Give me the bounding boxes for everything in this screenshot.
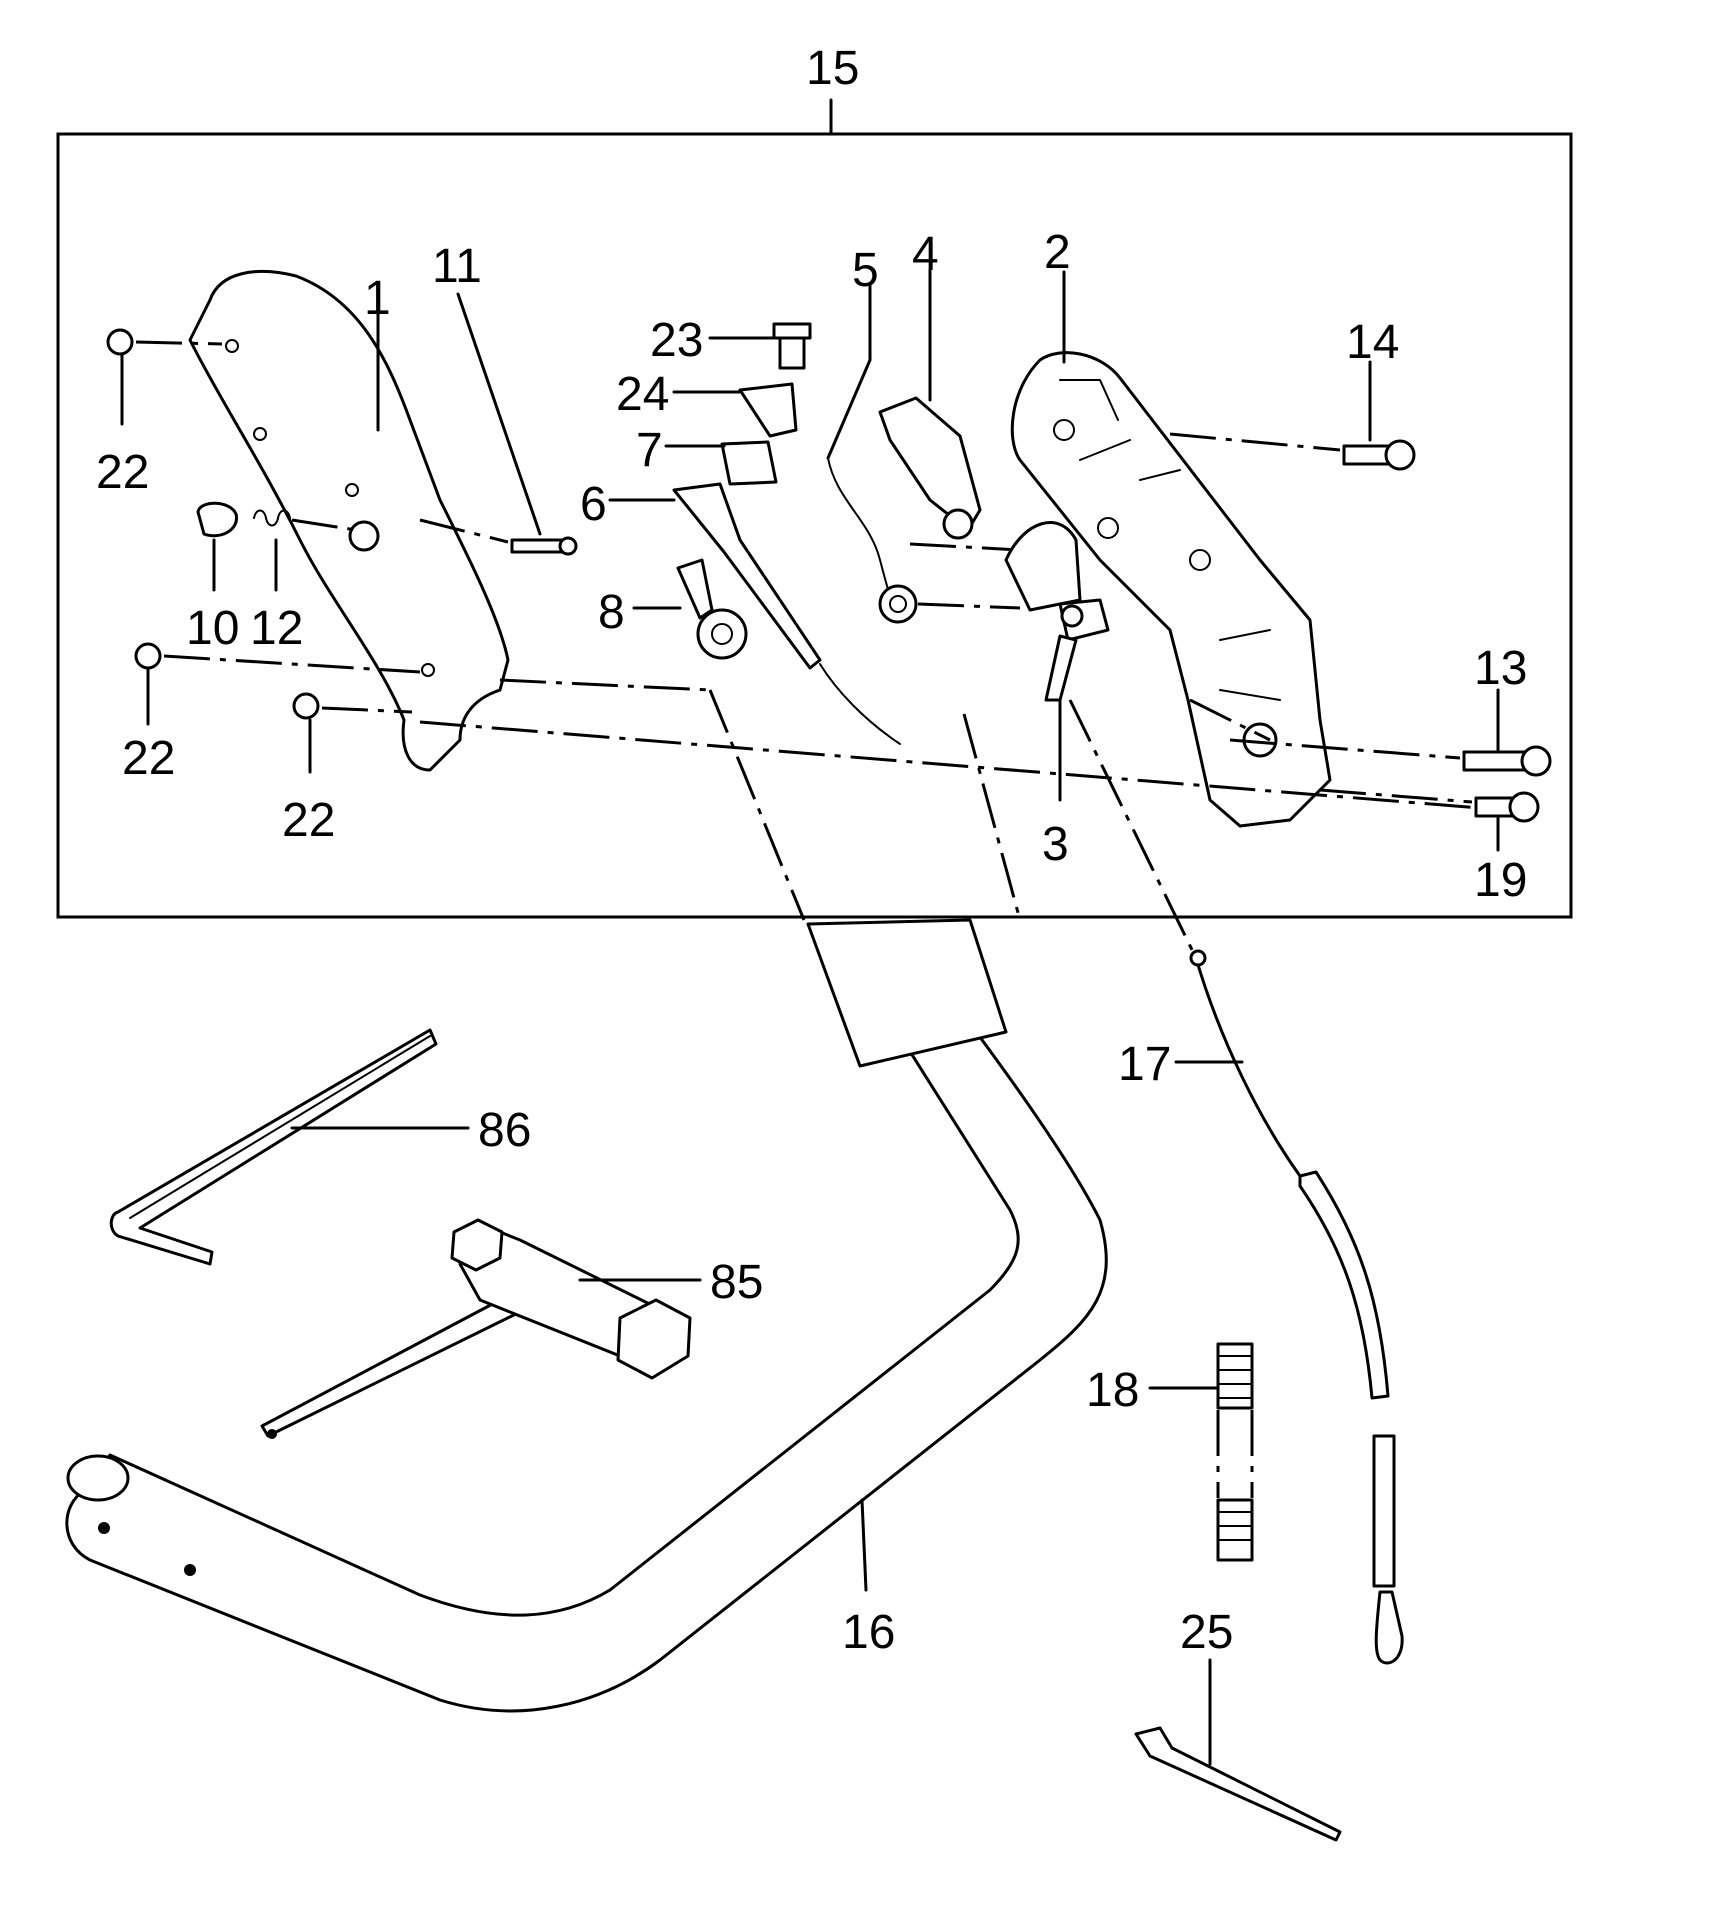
callout-13: 13 (1474, 642, 1527, 695)
nut-22b (134, 642, 421, 674)
lever-6 (672, 482, 901, 745)
spring-12 (253, 509, 357, 532)
callout-85: 85 (710, 1256, 763, 1309)
callout-22a: 22 (96, 446, 149, 499)
cable-pin-25 (1134, 1726, 1342, 1842)
axis-line-c (419, 720, 1481, 810)
callout-4: 4 (912, 228, 939, 281)
bolt-13 (1229, 738, 1552, 777)
plate-7 (720, 440, 778, 486)
clip-24 (738, 382, 798, 438)
callout-3: 3 (1042, 818, 1069, 871)
callout-14: 14 (1346, 316, 1399, 369)
axis-line-e (1068, 699, 1198, 959)
mounting-plate (806, 918, 1008, 1068)
lever-3 (1004, 521, 1110, 702)
callout-25: 25 (1180, 1606, 1233, 1659)
throttle-cable-17 (1189, 949, 1404, 1665)
callout-17: 17 (1118, 1038, 1171, 1091)
callout-24: 24 (616, 368, 669, 421)
callout-5: 5 (852, 244, 879, 297)
nut-22c (292, 692, 413, 720)
nut-22a (106, 328, 223, 356)
axis-line-a (499, 678, 711, 692)
callout-10: 10 (186, 602, 239, 655)
callout-1: 1 (364, 272, 391, 325)
callout-16: 16 (842, 1606, 895, 1659)
hex-key-86 (109, 1028, 438, 1266)
callout-6: 6 (580, 478, 607, 531)
axis-line-f (1189, 698, 1271, 742)
axis-line-b (708, 689, 806, 921)
callout-22c: 22 (282, 794, 335, 847)
callout-11: 11 (432, 240, 482, 293)
screw-23 (772, 322, 812, 370)
plug-wrench-85 (260, 1218, 692, 1439)
cap-10 (196, 501, 238, 538)
spring-wire-5 (827, 457, 1021, 624)
axis-line-d (962, 713, 1022, 921)
assembly-frame (56, 132, 1573, 919)
callout-2: 2 (1044, 226, 1071, 279)
callout-18: 18 (1086, 1364, 1139, 1417)
handle-housing-2 (1010, 351, 1332, 828)
callout-7: 7 (636, 424, 663, 477)
callout-8: 8 (598, 586, 625, 639)
callout-23: 23 (650, 314, 703, 367)
bolt-14 (1169, 432, 1416, 471)
bolt-19 (1319, 788, 1540, 823)
pin-11 (419, 518, 578, 556)
callout-19: 19 (1474, 854, 1527, 907)
callout-22b: 22 (122, 732, 175, 785)
callout-15: 15 (806, 42, 859, 95)
trigger-4 (878, 396, 1021, 552)
handle-housing-1 (188, 270, 510, 772)
ring-8 (676, 558, 748, 660)
springs-18 (1216, 1342, 1254, 1562)
callout-12: 12 (250, 602, 303, 655)
callout-86: 86 (478, 1104, 531, 1157)
